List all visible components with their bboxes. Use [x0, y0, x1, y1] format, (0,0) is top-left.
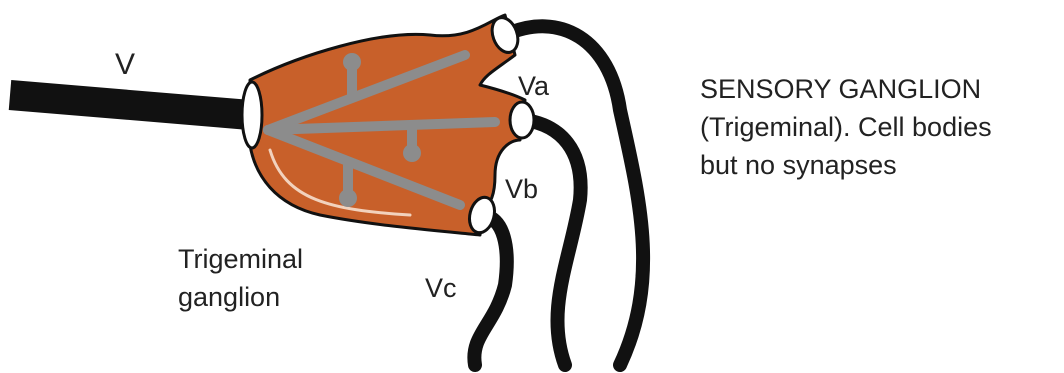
label-vb: Vb — [505, 174, 538, 204]
label-vc: Vc — [425, 273, 457, 303]
nerve-branch-vb — [525, 120, 581, 365]
neuron-cell-body-top — [343, 53, 361, 71]
neuron-cell-body-bottom — [339, 189, 357, 207]
label-v: V — [115, 48, 135, 81]
label-ganglion-line1: Trigeminal — [178, 244, 303, 274]
nerve-v-end-cap — [242, 82, 262, 148]
caption-line-2: (Trigeminal). Cell bodies — [700, 108, 1060, 146]
nerve-v-trunk — [10, 95, 250, 115]
nerve-vb-end-cap — [510, 102, 534, 138]
sensory-ganglion-caption: SENSORY GANGLION (Trigeminal). Cell bodi… — [700, 70, 1060, 184]
caption-line-1: SENSORY GANGLION — [700, 70, 1060, 108]
label-va: Va — [518, 71, 550, 101]
label-ganglion-line2: ganglion — [178, 282, 280, 312]
neuron-cell-body-middle — [403, 144, 421, 162]
nerve-branch-vc — [474, 215, 506, 365]
caption-line-3: but no synapses — [700, 146, 1060, 184]
